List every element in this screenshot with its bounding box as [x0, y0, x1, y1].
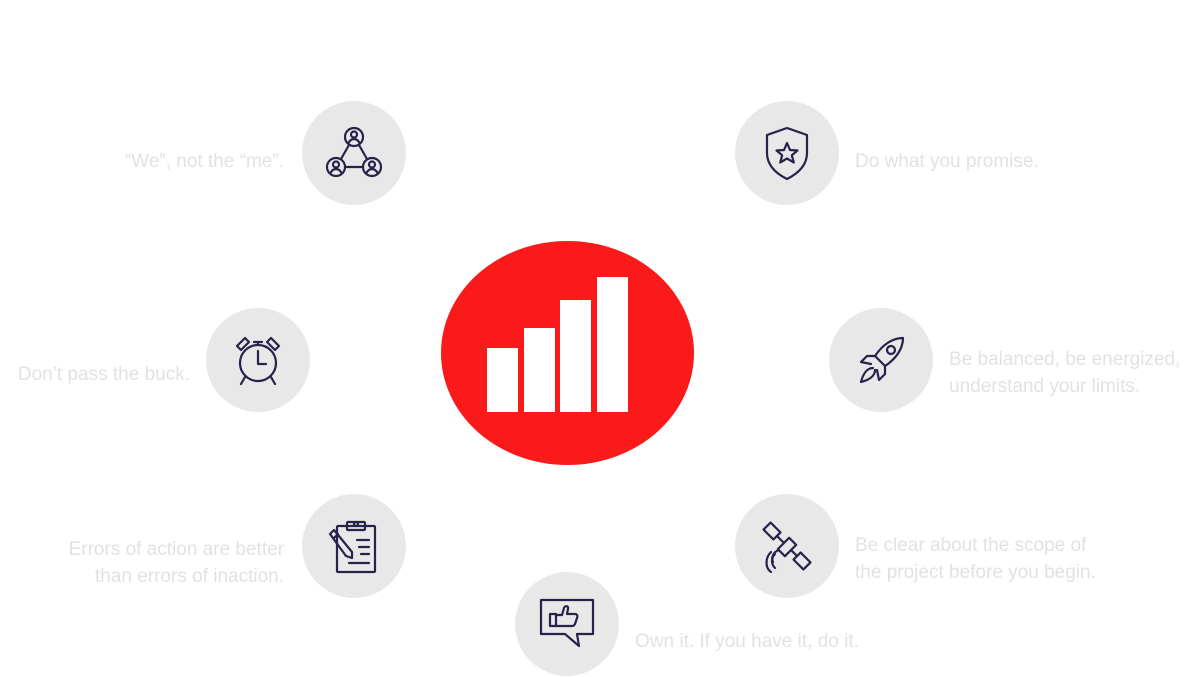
value-label-own-it: Own it. If you have it, do it.: [635, 628, 859, 655]
value-label-line: Don’t pass the buck.: [17, 364, 190, 385]
satellite-icon-circle: [735, 494, 839, 598]
rocket-icon-circle: [829, 308, 933, 412]
team-network-icon: [325, 126, 383, 178]
clipboard-pencil-icon: [328, 520, 377, 574]
clipboard-pencil-icon-circle: [302, 494, 406, 598]
alarm-clock-icon-circle: [206, 308, 310, 412]
shield-star-icon-circle: [735, 101, 839, 205]
shield-star-icon: [765, 126, 809, 181]
alarm-clock-icon: [235, 336, 281, 386]
satellite-icon: [762, 521, 812, 574]
rocket-icon: [859, 336, 905, 384]
value-label-line: than errors of inaction.: [94, 566, 284, 587]
bar-chart-icon-bar-1: [487, 348, 518, 412]
thumbs-up-message-icon: [539, 598, 595, 648]
bar-chart-icon-bar-3: [560, 300, 591, 412]
value-label-we-not-me: “We”, not the “me”.: [125, 148, 284, 175]
value-label-be-clear: Be clear about the scope of the project …: [855, 532, 1096, 586]
value-label-errors-of-action: Errors of action are better than errors …: [69, 536, 284, 590]
bar-chart-icon-bar-4: [597, 277, 628, 412]
value-label-line: understand your limits.: [949, 376, 1141, 397]
value-label-line: Be clear about the scope of: [855, 535, 1087, 556]
team-network-icon-circle: [302, 101, 406, 205]
value-label-be-balanced: Be balanced, be energized, understand yo…: [949, 346, 1180, 400]
value-label-dont-pass-the-buck: Don’t pass the buck.: [18, 361, 190, 388]
value-label-line: Own it. If you have it, do it.: [635, 631, 859, 652]
thumbs-up-message-icon-circle: [515, 572, 619, 676]
bar-chart-icon-bar-2: [524, 328, 555, 412]
value-label-line: Errors of action are better: [68, 539, 284, 560]
value-label-line: “We”, not the “me”.: [124, 151, 284, 172]
value-label-line: Be balanced, be energized,: [949, 349, 1181, 370]
value-label-do-what-you-promise: Do what you promise.: [855, 148, 1039, 175]
value-label-line: Do what you promise.: [855, 151, 1039, 172]
value-label-line: the project before you begin.: [855, 562, 1096, 583]
center-logo: [441, 241, 694, 465]
